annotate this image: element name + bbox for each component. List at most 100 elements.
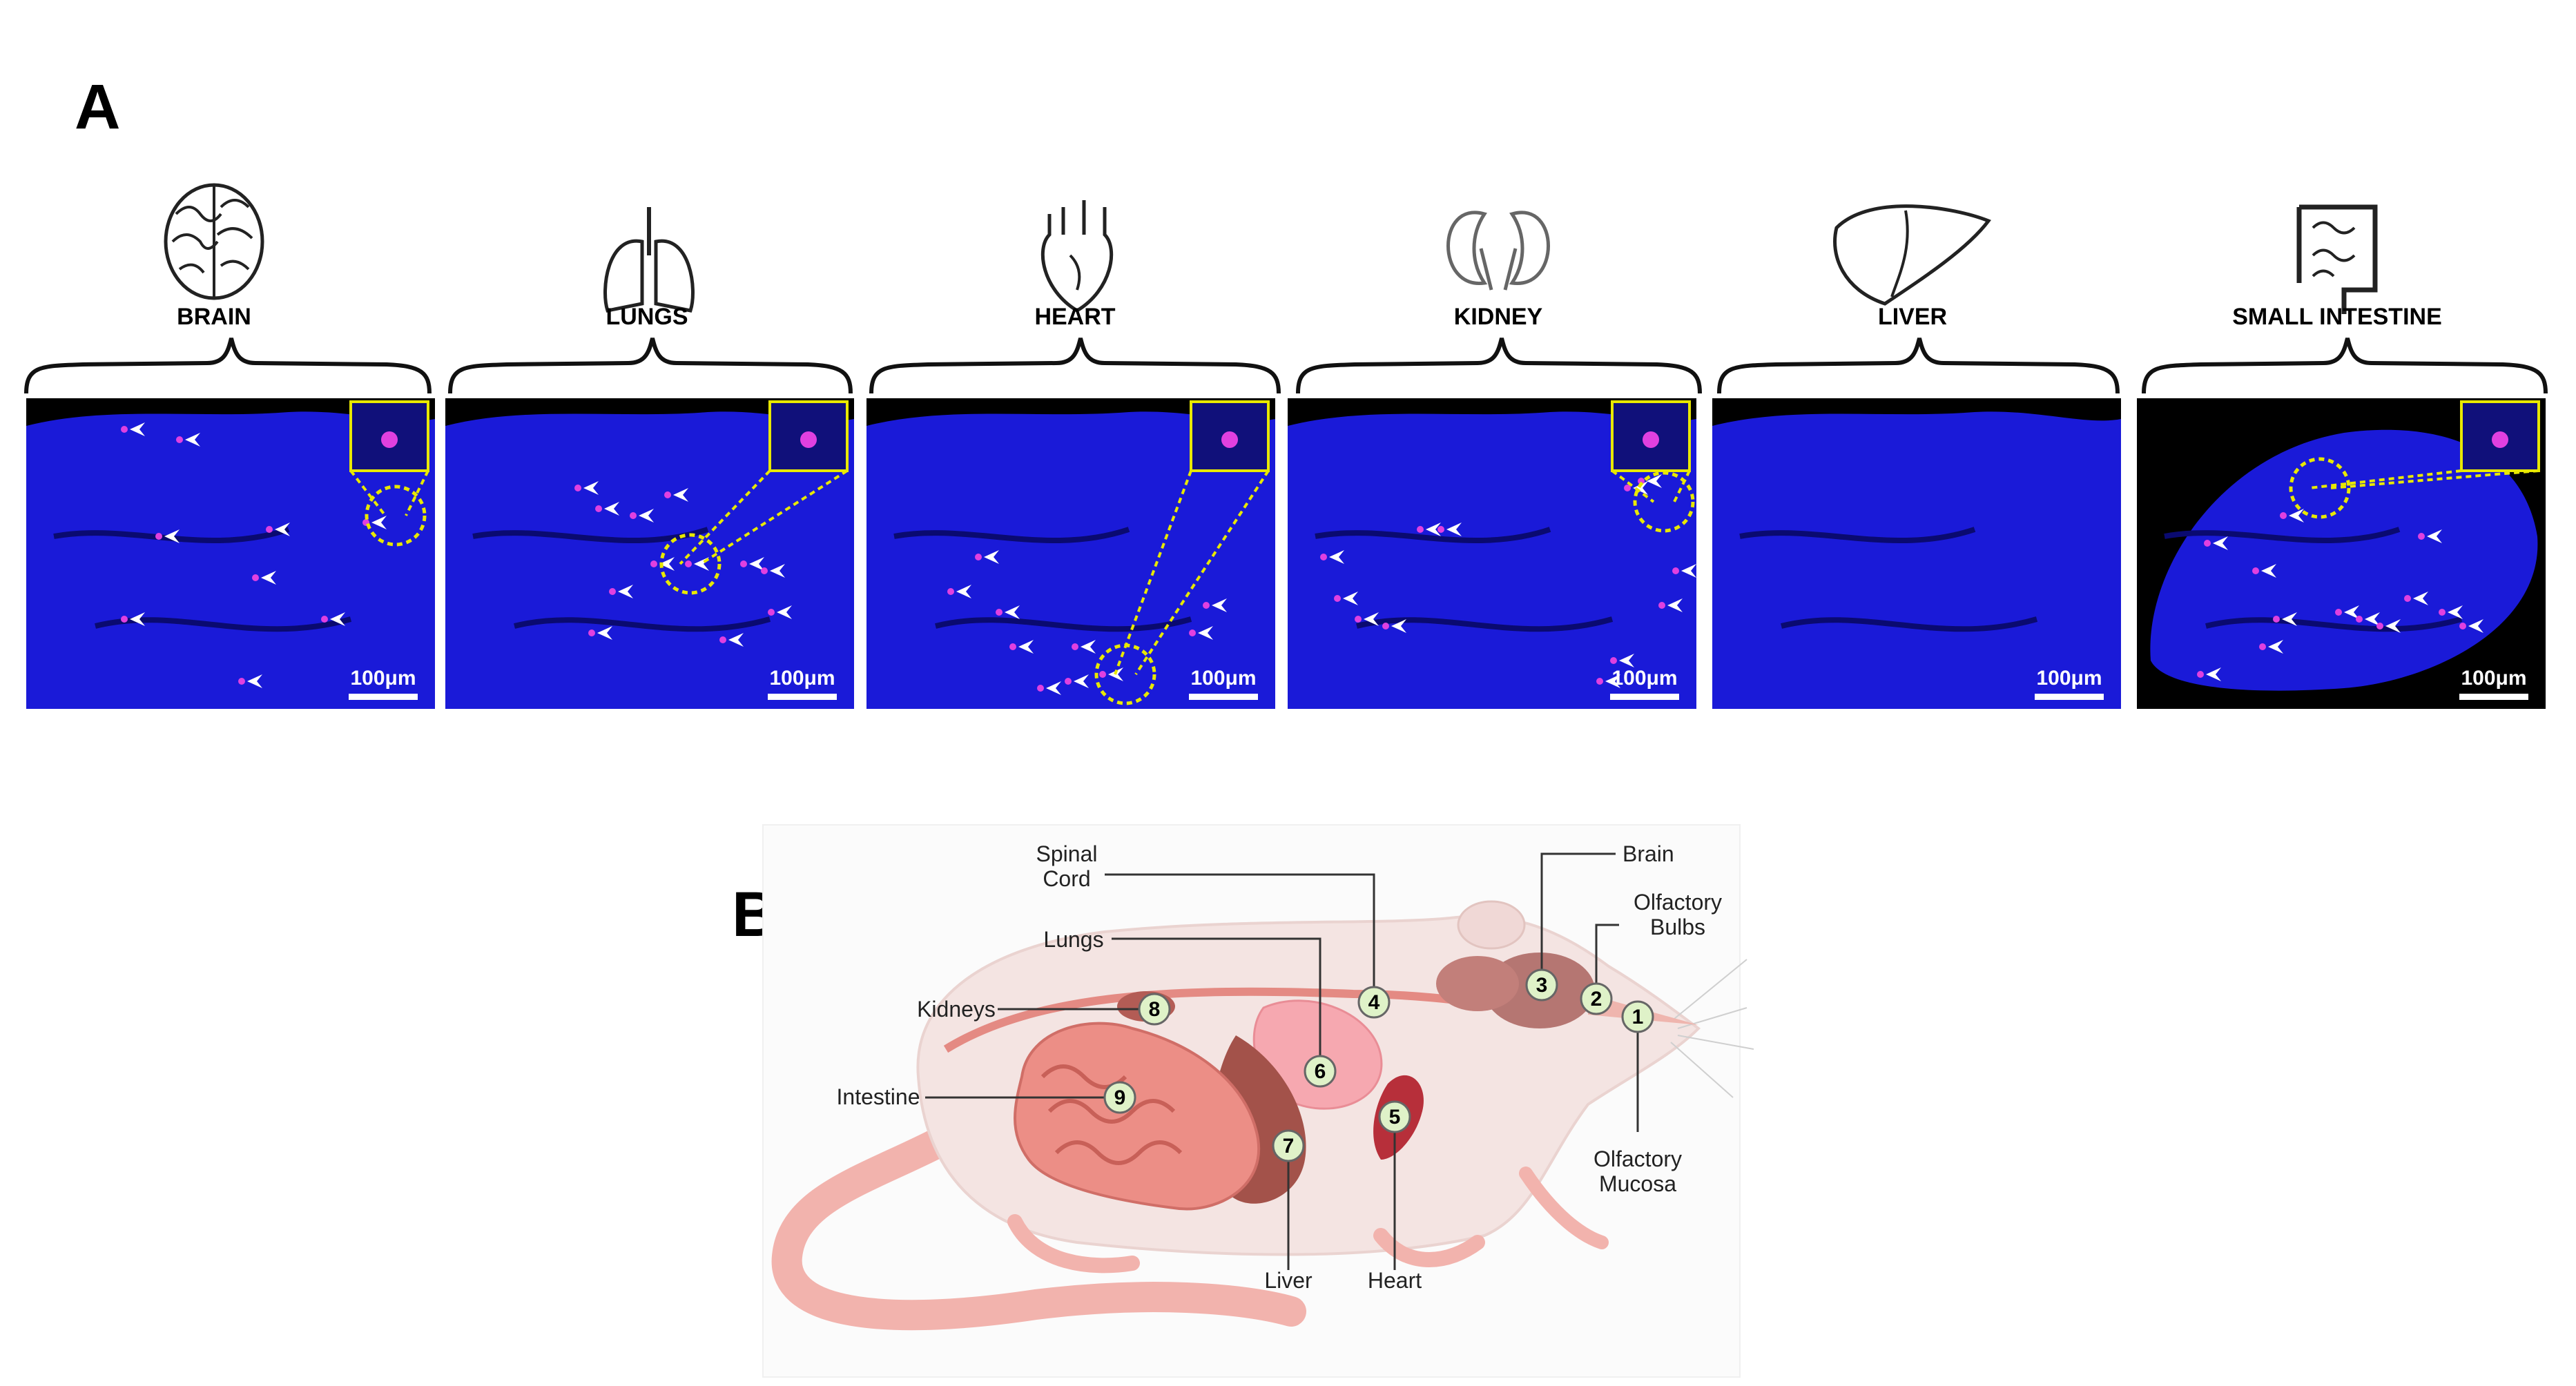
- scale-bar: [1610, 694, 1679, 700]
- leader-line: [1595, 924, 1619, 999]
- signal-arrow: [639, 509, 654, 523]
- scale-bar: [2459, 694, 2528, 700]
- callout-number: 9: [1114, 1086, 1126, 1109]
- signal-spot: [595, 505, 602, 512]
- signal-arrow: [130, 612, 145, 626]
- bracket: [1296, 338, 1702, 394]
- signal-arrow: [749, 557, 764, 571]
- signal-spot: [2280, 512, 2287, 519]
- signal-arrow: [247, 674, 262, 688]
- highlight-circle: [2289, 457, 2351, 519]
- signal-arrow: [1391, 619, 1406, 633]
- signal-arrow: [130, 422, 145, 436]
- bracket: [2142, 338, 2548, 394]
- bracket-group: [24, 338, 2548, 394]
- signal-spot: [996, 609, 1003, 616]
- signal-spot: [321, 616, 328, 623]
- kidney-icon: [1446, 211, 1550, 291]
- inset-signal: [1221, 431, 1238, 448]
- signal-spot: [2459, 623, 2466, 629]
- signal-arrow: [1329, 550, 1344, 564]
- inset-signal: [800, 431, 817, 448]
- zoom-line: [2330, 469, 2539, 489]
- callout-marker: [1304, 1055, 1337, 1088]
- scale-bar: [768, 694, 837, 700]
- bracket: [1717, 338, 2120, 394]
- signal-spot: [947, 588, 954, 595]
- signal-arrow: [371, 516, 387, 529]
- callout-marker: [1580, 982, 1613, 1015]
- callout-marker: [1272, 1129, 1305, 1162]
- signal-arrow: [1426, 523, 1441, 536]
- signal-spot: [1189, 629, 1196, 636]
- signal-arrow: [1446, 523, 1462, 536]
- signal-spot: [609, 588, 616, 595]
- signal-spot: [2439, 609, 2446, 616]
- zoom-line: [1611, 469, 1655, 503]
- signal-arrow: [1018, 640, 1034, 654]
- callout-label-heart: Heart: [1368, 1268, 1422, 1293]
- organ-label-heart: HEART: [1034, 304, 1115, 330]
- callout-number: 3: [1536, 974, 1548, 997]
- signal-spot: [1638, 478, 1645, 485]
- callout-marker: [1138, 993, 1171, 1026]
- callout-number: 2: [1591, 988, 1602, 1011]
- signal-spot: [2197, 671, 2204, 678]
- organ-label-brain: BRAIN: [177, 304, 251, 330]
- micrograph-kidney: 100μm: [1288, 398, 1696, 709]
- signal-spot: [1320, 554, 1327, 560]
- signal-arrow: [597, 626, 612, 640]
- signal-spot: [2404, 595, 2411, 602]
- signal-spot: [176, 436, 183, 443]
- leader-line: [1105, 873, 1375, 1002]
- scale-bar-label: 100μm: [769, 667, 835, 690]
- bracket: [448, 338, 853, 394]
- leader-line: [1540, 852, 1616, 985]
- micrograph-liver: 100μm: [1712, 398, 2121, 709]
- tissue-texture: [2164, 527, 2463, 632]
- micrograph-brain: 100μm: [26, 398, 435, 709]
- signal-spot: [1610, 657, 1617, 664]
- signal-arrow: [1198, 626, 1213, 640]
- signal-spot: [768, 609, 775, 616]
- signal-spot: [121, 426, 128, 433]
- callout-label-liver: Liver: [1264, 1268, 1313, 1293]
- signal-arrow: [275, 523, 290, 536]
- signal-spot: [1355, 616, 1362, 623]
- signal-arrow: [2365, 612, 2380, 626]
- signal-spot: [1334, 595, 1341, 602]
- signal-arrow: [2427, 529, 2442, 543]
- panel-a-letter: A: [75, 72, 120, 142]
- leader-line: [1112, 937, 1321, 1071]
- heart-icon: [1040, 200, 1114, 313]
- bracket: [869, 338, 1281, 394]
- signal-arrow: [1619, 654, 1634, 667]
- signal-arrow: [956, 585, 971, 598]
- inset-signal: [1643, 431, 1659, 448]
- signal-arrow: [1081, 640, 1096, 654]
- signal-spot: [155, 533, 162, 540]
- signal-arrow: [728, 633, 744, 647]
- zoom-inset: [2460, 400, 2540, 472]
- signal-arrow: [2468, 619, 2483, 633]
- scale-bar-label: 100μm: [2036, 667, 2102, 690]
- tissue-texture: [893, 527, 1192, 632]
- signal-arrow: [1633, 481, 1648, 495]
- callout-marker: [1103, 1081, 1136, 1114]
- signal-spot: [664, 491, 671, 498]
- signal-arrow: [673, 488, 688, 502]
- signal-arrow: [984, 550, 999, 564]
- mouse-illustration: [771, 900, 1754, 1331]
- micrograph-lungs: 100μm: [445, 398, 854, 709]
- signal-arrow: [2213, 536, 2228, 550]
- signal-arrow: [777, 605, 792, 619]
- signal-spot: [588, 629, 595, 636]
- liver-icon: [1833, 204, 1991, 306]
- callout-marker: [1525, 968, 1558, 1002]
- micrograph-small-intestine: 100μm: [2137, 398, 2546, 709]
- tissue-region: [445, 411, 854, 709]
- signal-arrow: [330, 612, 345, 626]
